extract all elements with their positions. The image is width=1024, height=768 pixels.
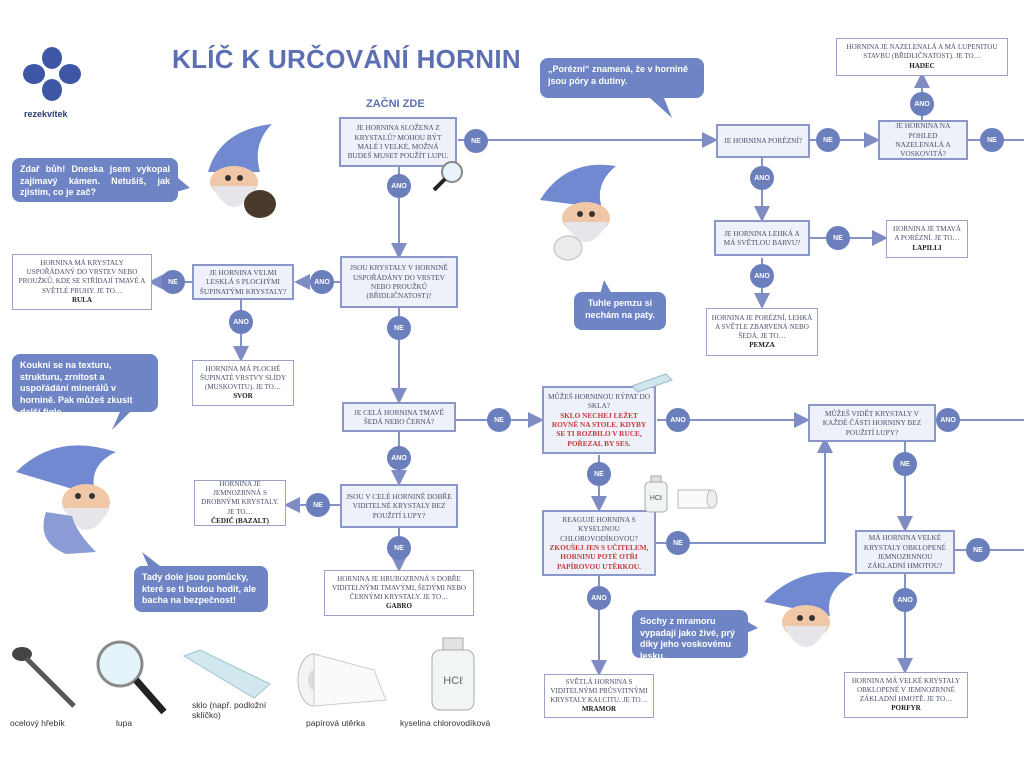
question-large-crystals: MÁ HORNINA VELKÉ KRYSTALY OBKLOPENÉ JEMN… bbox=[855, 530, 955, 574]
gnome-marble-icon bbox=[764, 571, 854, 647]
bottle-label: HCℓ bbox=[443, 675, 463, 687]
acid-warning: ZKOUŠEJ JEN S UČITELEM, HORNINU POTÉ OTŘ… bbox=[549, 543, 649, 571]
acid-bottle-icon: HCℓ bbox=[642, 474, 670, 519]
glass-slide-icon bbox=[182, 649, 271, 699]
answer-chip-yes: ANO bbox=[750, 264, 774, 288]
result-hadec: HORNINA JE NAZELENALÁ A MÁ LUPENITOU STA… bbox=[836, 38, 1008, 76]
page-title: KLÍČ K URČOVÁNÍ HORNIN bbox=[172, 44, 521, 74]
tool-label-paper-towel: papírová utěrka bbox=[306, 718, 366, 728]
answer-chip-yes: ANO bbox=[893, 588, 917, 612]
question-layers: JSOU KRYSTALY V HORNINĚ USPOŘÁDÁNY DO VR… bbox=[340, 256, 458, 308]
tool-paper-towel bbox=[294, 650, 390, 713]
bottle-label: HCℓ bbox=[650, 495, 663, 502]
flower-logo-icon bbox=[23, 47, 81, 101]
nail-icon bbox=[12, 647, 76, 708]
result-svor: HORNINA MÁ PLOCHÉ ŠUPINATÉ VRSTVY SLÍDY … bbox=[192, 360, 294, 406]
tool-acid: HCℓ bbox=[428, 636, 478, 717]
gnome-illustration bbox=[754, 560, 858, 670]
answer-chip-yes: ANO bbox=[587, 586, 611, 610]
glass-warning: SKLO NECHEJ LEŽET ROVNĚ NA STOLE. KDYBY … bbox=[551, 410, 647, 448]
paper-towel-icon bbox=[672, 486, 718, 517]
answer-chip-yes: ANO bbox=[910, 92, 934, 116]
paper-towel-icon bbox=[297, 653, 387, 707]
gnome-illustration bbox=[190, 120, 290, 230]
gnome-pointing-icon bbox=[16, 445, 116, 554]
question-crystals-everywhere: MŮŽEŠ VIDĚT KRYSTALY V KAŽDÉ ČÁSTI HORNI… bbox=[808, 404, 936, 442]
start-label: ZAČNI ZDE bbox=[366, 98, 425, 110]
answer-chip-no: NE bbox=[666, 531, 690, 555]
result-lapilli: HORNINA JE TMAVÁ A PORÉZNÍ. JE TO…LAPILL… bbox=[886, 220, 968, 258]
tool-label-nail: ocelový hřebík bbox=[10, 718, 65, 728]
question-acid-reaction: REAGUJE HORNINA S KYSELINOU CHLOROVODÍKO… bbox=[542, 510, 656, 576]
answer-chip-no: NE bbox=[464, 129, 488, 153]
answer-chip-yes: ANO bbox=[310, 270, 334, 294]
gnome-illustration bbox=[536, 158, 636, 268]
tool-label-acid: kyselina chlorovodíková bbox=[400, 718, 491, 728]
speech-bubble-pumice: Tuhle pemzu si nechám na paty. bbox=[574, 292, 666, 330]
question-porous: JE HORNINA PORÉZNÍ? bbox=[716, 124, 810, 158]
answer-chip-no: NE bbox=[587, 462, 611, 486]
answer-chip-yes: ANO bbox=[387, 446, 411, 470]
result-rula: HORNINA MÁ KRYSTALY USPOŘÁDANÝ DO VRSTEV… bbox=[12, 254, 152, 310]
acid-bottle-icon: HCℓ bbox=[431, 637, 475, 711]
tool-label-glass: sklo (např. podložní sklíčko) bbox=[192, 700, 267, 721]
question-scratch-glass: MŮŽEŠ HORNINOU RÝPAT DO SKLA? SKLO NECHE… bbox=[542, 386, 656, 454]
tool-magnifier bbox=[94, 638, 170, 723]
speech-bubble-greeting: Zdař bůh! Dneska jsem vykopal zajímavý k… bbox=[12, 158, 178, 202]
answer-chip-no: NE bbox=[387, 316, 411, 340]
result-porfyr: HORNINA MÁ VELKÉ KRYSTALY OBKLOPENÉ V JE… bbox=[844, 672, 968, 718]
answer-chip-yes: ANO bbox=[387, 174, 411, 198]
question-light-color: JE HORNINA LEHKÁ A MÁ SVĚTLOU BARVU? bbox=[714, 220, 810, 256]
tool-label-magnifier: lupa bbox=[116, 718, 133, 728]
tool-glass bbox=[180, 648, 272, 709]
speech-bubble-marble: Sochy z mramoru vypadají jako živé, prý … bbox=[632, 610, 748, 661]
question-shiny-flaky: JE HORNINA VELMI LESKLÁ S PLOCHÝMI ŠUPIN… bbox=[192, 264, 294, 300]
magnifier-icon bbox=[430, 158, 466, 199]
gnome-with-stone-icon bbox=[208, 124, 276, 218]
speech-bubble-porous: „Porézní“ znamená, že v hornině jsou pór… bbox=[540, 58, 704, 98]
magnifier-icon bbox=[96, 640, 167, 715]
answer-chip-ne: NE bbox=[893, 452, 917, 476]
result-pemza: HORNINA JE PORÉZNÍ, LEHKÁ A SVĚTLE ZBARV… bbox=[706, 308, 818, 356]
question-visible-crystals: JSOU V CELÉ HORNINĚ DOBŘE VIDITELNÉ KRYS… bbox=[340, 484, 458, 528]
answer-chip-no: NE bbox=[966, 538, 990, 562]
speech-bubble-texture: Koukni se na texturu, strukturu, zrnitos… bbox=[12, 354, 158, 417]
answer-chip-no: NE bbox=[387, 536, 411, 560]
answer-chip-yes: ANO bbox=[750, 166, 774, 190]
question-crystals: JE HORNINA SLOŽENA Z KRYSTALŮ? MOHOU BÝT… bbox=[339, 117, 457, 167]
logo: rezekvítek bbox=[20, 44, 84, 119]
gnome-with-pumice-icon bbox=[540, 164, 616, 261]
result-cedic: HORNINA JE JEMNOZRNNÁ S DROBNÝMI KRYSTAL… bbox=[194, 480, 286, 526]
question-greenish-waxy: JE HORNINA NA POHLED NAZELENALÁ A VOSKOV… bbox=[878, 120, 968, 160]
answer-chip-yes: ANO bbox=[229, 310, 253, 334]
answer-chip-no: NE bbox=[161, 270, 185, 294]
answer-chip-no: NE bbox=[487, 408, 511, 432]
tool-nail bbox=[8, 640, 80, 715]
glass-slide-icon bbox=[630, 372, 674, 399]
result-gabro: HORNINA JE HRUBOZRNNÁ S DOBŘE VIDITELNÝM… bbox=[324, 570, 474, 616]
question-dark-color: JE CELÁ HORNINA TMAVĚ ŠEDÁ NEBO ČERNÁ? bbox=[342, 402, 456, 432]
answer-chip-no: NE bbox=[306, 493, 330, 517]
answer-chip-no: NE bbox=[826, 226, 850, 250]
answer-chip-no: NE bbox=[816, 128, 840, 152]
result-mramor: SVĚTLÁ HORNINA S VIDITELNÝMI PRŮSVITNÝMI… bbox=[544, 674, 654, 718]
answer-chip-yes: ANO bbox=[666, 408, 690, 432]
speech-bubble-tools: Tady dole jsou pomůcky, které se ti budo… bbox=[134, 566, 268, 612]
logo-text: rezekvítek bbox=[24, 109, 68, 119]
answer-chip-yes: ANO bbox=[936, 408, 960, 432]
answer-chip-no: NE bbox=[980, 128, 1004, 152]
gnome-illustration bbox=[16, 432, 128, 560]
